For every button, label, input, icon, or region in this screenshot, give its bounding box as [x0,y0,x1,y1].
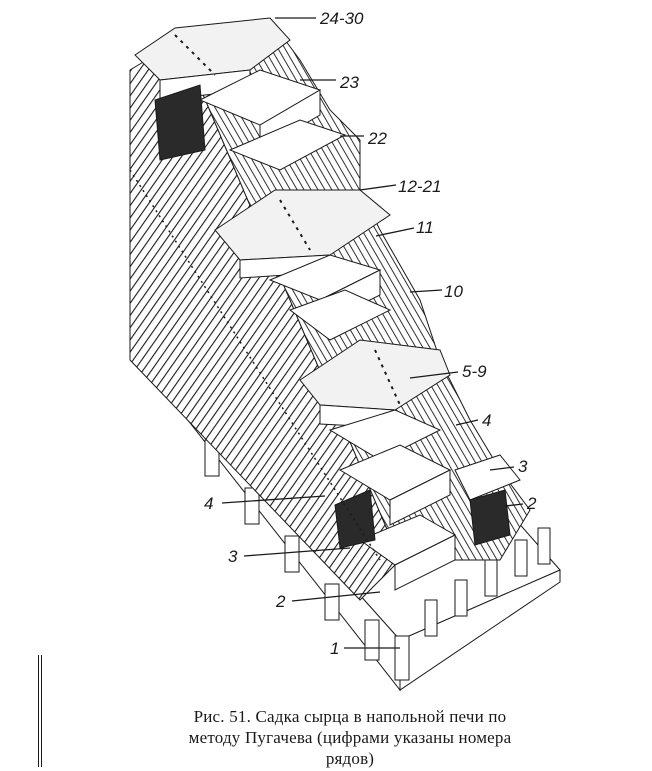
margin-rule [38,655,42,767]
row-label-1: 1 [330,639,339,658]
dark-accents [154,84,511,549]
row-label-11: 11 [416,218,434,237]
row-label-23: 23 [339,73,359,92]
caption-line-2: методу Пугачева (цифрами указаны номера [188,728,512,747]
row-1-bricks [159,346,551,681]
stepped-blocks [198,69,521,591]
row-label-4-left: 4 [204,494,213,513]
caption-line-3: рядов) [325,749,375,768]
row-label-5-9: 5-9 [462,362,487,381]
leader-lines [221,17,524,649]
row-label-3-left: 3 [228,547,238,566]
brick-setting-illustration: 24-30 23 22 12-21 11 10 5-9 4 3 2 4 3 2 … [129,9,561,692]
figure-caption: Рис. 51. Садка сырца в напольной печи по… [90,706,610,769]
cap-5-9 [299,339,451,429]
caption-line-1: Рис. 51. Садка сырца в напольной печи по [193,707,507,726]
row-label-4-right: 4 [482,411,491,430]
cap-seams [129,34,401,561]
row-label-2-left: 2 [275,592,286,611]
row-label-12-21: 12-21 [398,177,441,196]
row-label-2-right: 2 [526,494,537,513]
row-label-3-right: 3 [518,457,528,476]
row-label-10: 10 [444,282,463,301]
row-label-22: 22 [367,129,387,148]
row-label-24-30: 24-30 [319,9,364,28]
row-labels: 24-30 23 22 12-21 11 10 5-9 4 3 2 4 3 2 … [204,9,537,658]
